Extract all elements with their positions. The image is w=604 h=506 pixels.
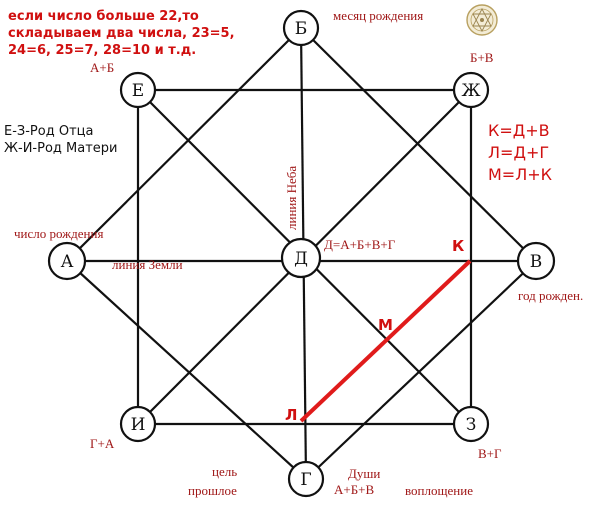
- g-plus-a-label: Г+А: [90, 436, 115, 451]
- point-m-label: М: [378, 316, 393, 334]
- svg-text:И: И: [131, 415, 146, 435]
- d-formula: Д=А+Б+В+Г: [324, 237, 396, 252]
- rule-line-3: 24=6, 25=7, 28=10 и т.д.: [8, 43, 196, 58]
- line-v-g: [305, 260, 537, 480]
- node-z: З: [452, 405, 490, 443]
- highlight-line-l-k: [299, 259, 472, 423]
- b-plus-v-label: Б+В: [470, 50, 494, 65]
- birth-day-label: число рождения: [14, 226, 103, 241]
- past-label: прошлое: [188, 483, 237, 498]
- goal-label: цель: [212, 464, 237, 479]
- star-emblem-icon: [466, 4, 498, 36]
- node-e: Е: [119, 71, 157, 109]
- rule-line-1: если число больше 22,то: [8, 9, 199, 24]
- svg-text:В: В: [530, 252, 543, 272]
- node-d: Д: [280, 237, 322, 279]
- sky-line-label: линия Неба: [284, 166, 299, 230]
- mother-lineage-label: Ж-И-Род Матери: [4, 141, 117, 156]
- l-formula: Л=Д+Г: [488, 143, 549, 162]
- rhombus-lines: [66, 27, 537, 480]
- earth-line-label: линия Земли: [112, 257, 183, 272]
- node-b-top: Б: [282, 9, 320, 47]
- embodiment-label: воплощение: [405, 483, 473, 498]
- line-g-a: [66, 260, 307, 480]
- line-a-b: [66, 27, 302, 262]
- point-k-label: К: [452, 237, 465, 255]
- svg-text:Е: Е: [132, 81, 144, 101]
- svg-text:Г: Г: [300, 470, 311, 490]
- node-v: В: [516, 241, 556, 281]
- birth-month-label: месяц рождения: [333, 8, 423, 23]
- node-g: Г: [287, 460, 325, 498]
- node-a: А: [47, 241, 87, 281]
- m-formula: М=Л+К: [488, 165, 553, 184]
- k-formula: К=Д+В: [488, 121, 550, 140]
- svg-text:Д: Д: [294, 249, 308, 269]
- svg-text:Ж: Ж: [461, 81, 480, 101]
- souls-label: Души: [348, 466, 380, 481]
- father-lineage-label: Е-З-Род Отца: [4, 124, 93, 139]
- svg-text:Б: Б: [295, 19, 308, 39]
- a-plus-b-label: А+Б: [90, 60, 114, 75]
- svg-text:З: З: [466, 415, 477, 435]
- line-b-v: [300, 27, 537, 262]
- node-i: И: [119, 405, 157, 443]
- node-zh: Ж: [452, 71, 490, 109]
- v-plus-g-label: В+Г: [478, 446, 502, 461]
- birth-year-label: год рожден.: [518, 288, 583, 303]
- svg-text:А: А: [61, 252, 74, 272]
- point-l-label: Л: [285, 406, 297, 424]
- a-b-v-label: А+Б+В: [334, 482, 375, 497]
- rule-line-2: складываем два числа, 23=5,: [8, 26, 235, 41]
